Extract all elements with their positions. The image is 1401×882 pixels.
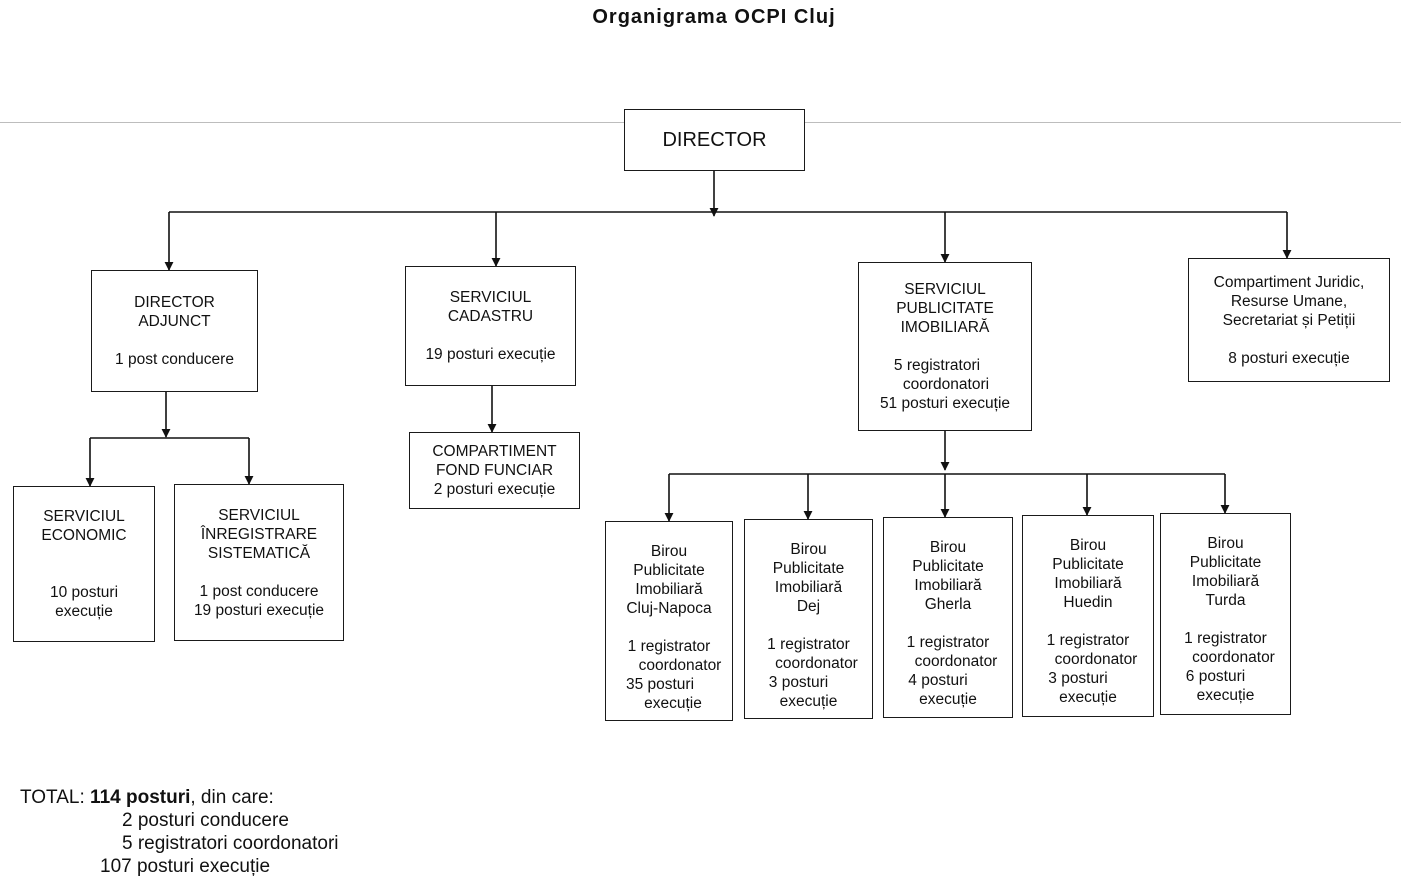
compartiment-fond-funciar-title: COMPARTIMENT FOND FUNCIAR xyxy=(432,443,557,479)
serviciul-cadastru-details: 19 posturi execuție xyxy=(425,346,556,363)
birou-turda-box: Birou Publicitate Imobiliară Turda 1 reg… xyxy=(1160,513,1291,715)
compartiment-juridic-details: 8 posturi execuție xyxy=(1228,349,1350,367)
compartiment-juridic-title: Compartiment Juridic, Resurse Umane, Sec… xyxy=(1213,273,1365,329)
director-adjunct-title: DIRECTOR ADJUNCT xyxy=(134,294,215,330)
director-adjunct-details: 1 post conducere xyxy=(115,351,234,368)
total-header: TOTAL: 114 posturi, din care: xyxy=(20,786,339,809)
director-label: DIRECTOR xyxy=(662,129,767,151)
compartiment-juridic-box: Compartiment Juridic, Resurse Umane, Sec… xyxy=(1188,258,1390,382)
birou-gherla-details: 1 registrator coordonator 4 posturi exec… xyxy=(906,634,998,708)
serviciul-publicitate-title: SERVICIUL PUBLICITATE IMOBILIARĂ xyxy=(896,281,994,336)
director-adjunct-box: DIRECTOR ADJUNCT 1 post conducere xyxy=(91,270,258,392)
serviciul-economic-title: SERVICIUL ECONOMIC xyxy=(41,508,127,544)
total-line-conducere: 2 posturi conducere xyxy=(122,810,289,831)
birou-cluj-napoca-details: 1 registrator coordonator 35 posturi exe… xyxy=(625,638,722,712)
birou-turda-title: Birou Publicitate Imobiliară Turda xyxy=(1189,535,1262,609)
total-line-registratori: 5 registratori coordonatori xyxy=(122,833,339,854)
birou-dej-details: 1 registrator coordonator 3 posturi exec… xyxy=(767,636,858,710)
total-summary: TOTAL: 114 posturi, din care: 2 posturi … xyxy=(20,786,339,878)
birou-huedin-title: Birou Publicitate Imobiliară Huedin xyxy=(1052,537,1124,611)
page-title: Organigrama OCPI Cluj xyxy=(592,6,836,28)
director-box: DIRECTOR xyxy=(624,109,805,171)
serviciul-publicitate-details: 5 registratori coordonatori 51 posturi e… xyxy=(879,357,1011,412)
serviciul-economic-box: SERVICIUL ECONOMIC 10 posturi execuție xyxy=(13,486,155,642)
serviciul-publicitate-box: SERVICIUL PUBLICITATE IMOBILIARĂ 5 regis… xyxy=(858,262,1032,431)
birou-turda-details: 1 registrator coordonator 6 posturi exec… xyxy=(1184,630,1275,704)
serviciul-cadastru-title: SERVICIUL CADASTRU xyxy=(447,289,534,325)
birou-dej-box: Birou Publicitate Imobiliară Dej 1 regis… xyxy=(744,519,873,719)
serviciul-inregistrare-details: 1 post conducere 19 posturi execuție xyxy=(193,582,325,619)
total-suffix: , din care: xyxy=(190,787,274,808)
serviciul-inregistrare-title: SERVICIUL ÎNREGISTRARE SISTEMATICĂ xyxy=(200,506,318,562)
total-line-executie: 107 posturi execuție xyxy=(100,856,271,877)
birou-gherla-title: Birou Publicitate Imobiliară Gherla xyxy=(912,539,984,613)
serviciul-economic-details: 10 posturi execuție xyxy=(49,584,119,620)
serviciul-cadastru-box: SERVICIUL CADASTRU 19 posturi execuție xyxy=(405,266,576,386)
birou-dej-title: Birou Publicitate Imobiliară Dej xyxy=(772,541,845,615)
total-label: TOTAL: xyxy=(20,787,85,808)
serviciul-inregistrare-box: SERVICIUL ÎNREGISTRARE SISTEMATICĂ 1 pos… xyxy=(174,484,344,641)
birou-cluj-napoca-title: Birou Publicitate Imobiliară Cluj-Napoca xyxy=(626,543,712,617)
birou-huedin-box: Birou Publicitate Imobiliară Huedin 1 re… xyxy=(1022,515,1154,717)
compartiment-fond-funciar-box: COMPARTIMENT FOND FUNCIAR 2 posturi exec… xyxy=(409,432,580,509)
birou-huedin-details: 1 registrator coordonator 3 posturi exec… xyxy=(1046,632,1138,706)
birou-cluj-napoca-box: Birou Publicitate Imobiliară Cluj-Napoca… xyxy=(605,521,733,721)
birou-gherla-box: Birou Publicitate Imobiliară Gherla 1 re… xyxy=(883,517,1013,718)
total-value: 114 posturi xyxy=(90,787,191,808)
compartiment-fond-funciar-details: 2 posturi execuție xyxy=(433,481,556,498)
